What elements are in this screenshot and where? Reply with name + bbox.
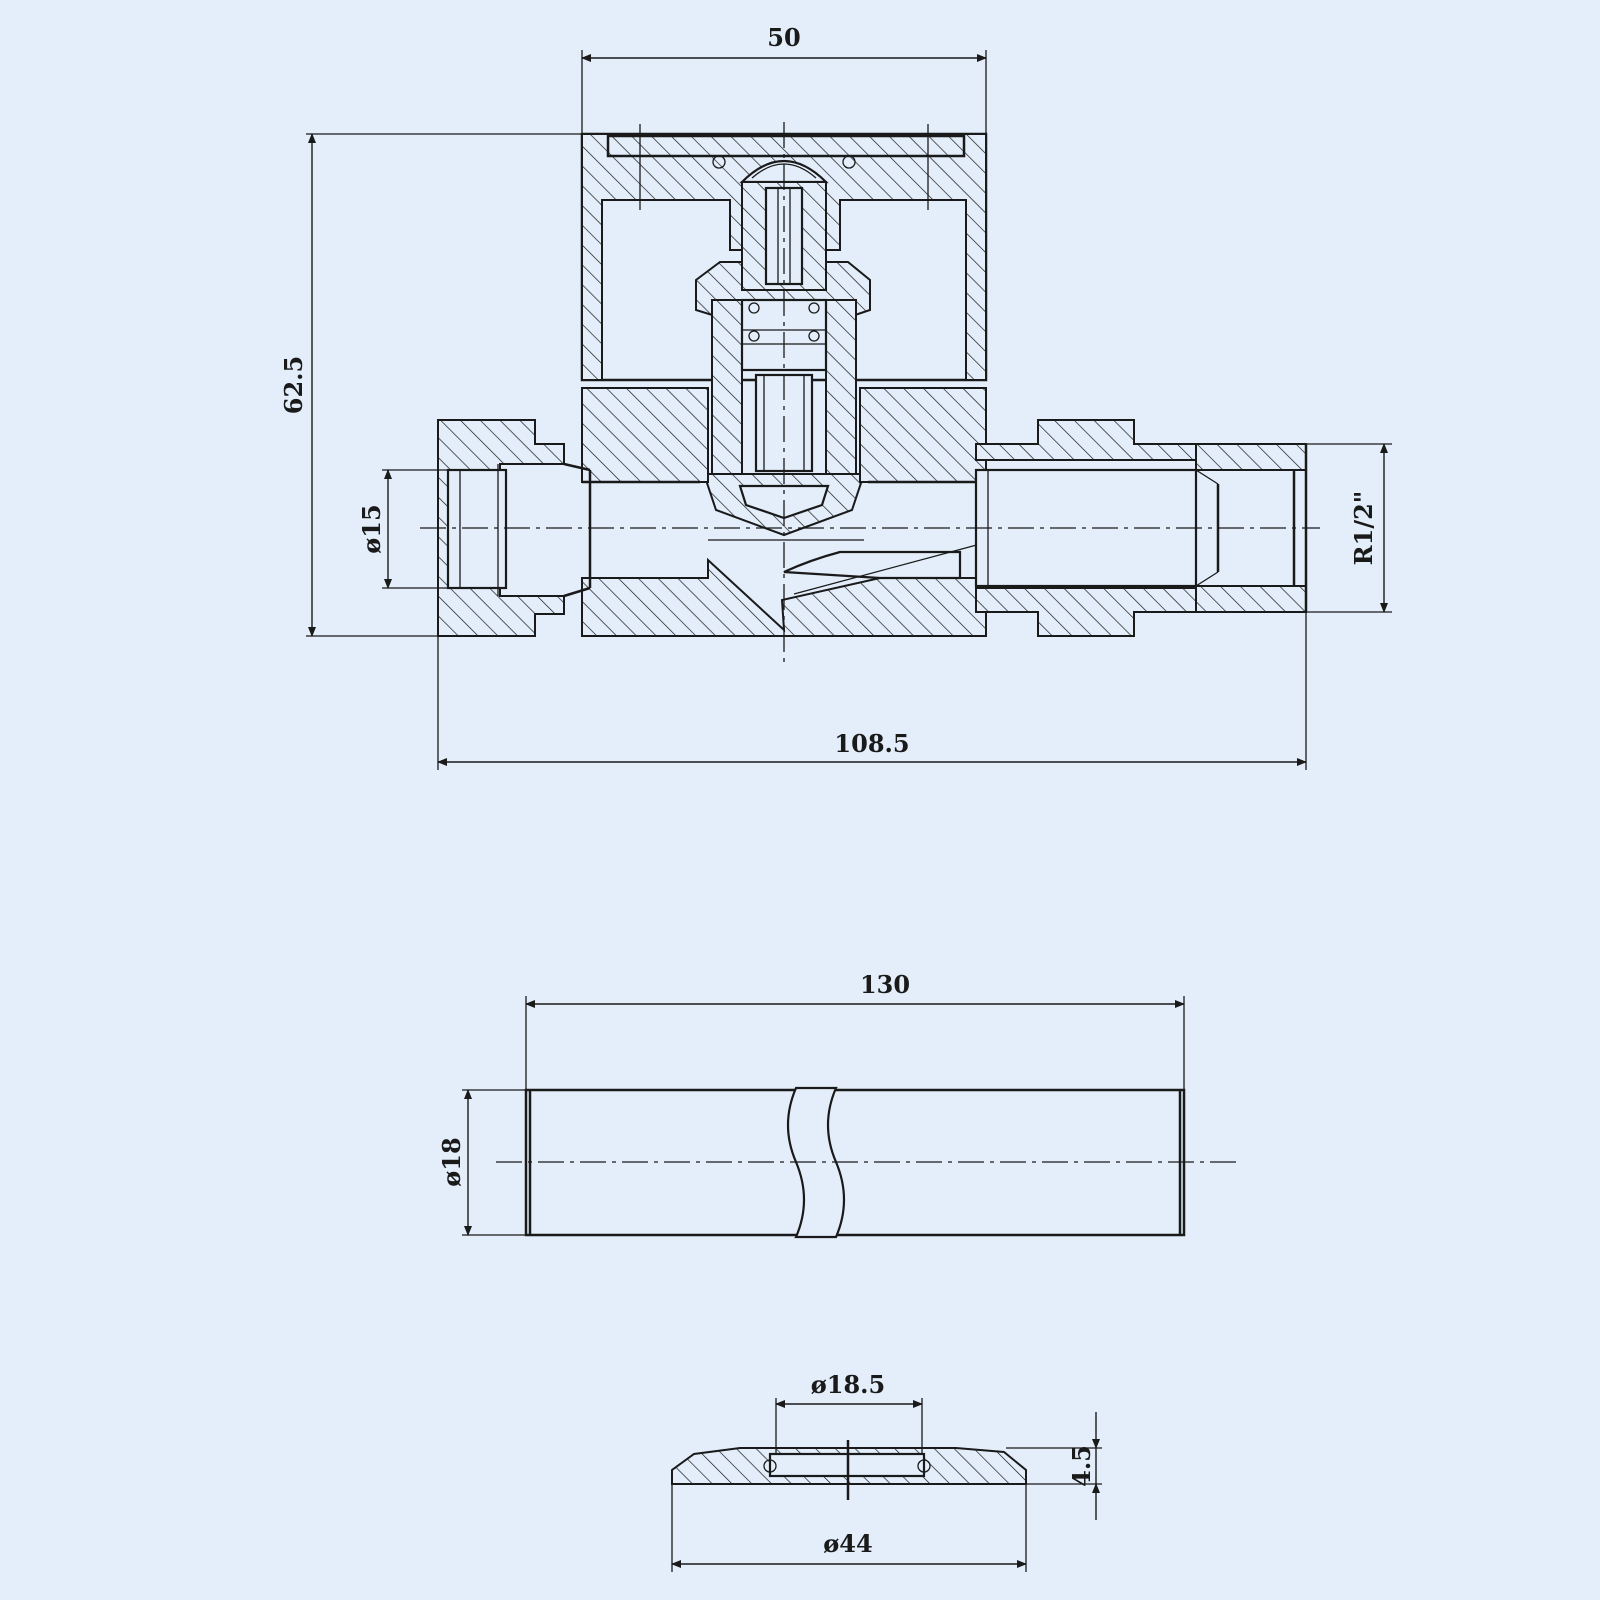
label-cover-thickness: 4.5 [1067,1445,1096,1487]
valve-body [581,387,1041,637]
valve-section-view [420,122,1320,662]
label-inlet-diameter: ø15 [357,504,386,553]
label-cover-inner-diameter: ø18.5 [811,1370,885,1399]
dimension-cover-outer-diameter: ø44 [671,1484,1027,1572]
wall-cover-view [671,1440,1027,1500]
left-coupling [437,419,592,637]
dimension-overall-length: 108.5 [437,612,1307,770]
label-thread-size: R1/2" [1349,491,1378,566]
dimension-valve-width: 50 [581,23,987,134]
label-cover-outer-diameter: ø44 [823,1529,872,1558]
pipe-view [496,1086,1240,1239]
dimension-pipe-diameter: ø18 [437,1089,526,1236]
dimension-inlet-diameter: ø15 [357,469,448,589]
label-pipe-length: 130 [860,970,910,999]
dimension-valve-height: 62.5 [279,133,582,637]
dimension-thread-size: R1/2" [1306,443,1392,613]
label-valve-width: 50 [767,23,800,52]
label-valve-height: 62.5 [279,356,308,414]
valve-spindle [695,181,871,537]
dimension-pipe-length: 130 [525,970,1185,1090]
label-overall-length: 108.5 [834,729,909,758]
dimension-cover-inner-diameter: ø18.5 [775,1370,923,1454]
dimension-cover-thickness: 4.5 [1006,1412,1102,1520]
label-pipe-diameter: ø18 [437,1137,466,1186]
